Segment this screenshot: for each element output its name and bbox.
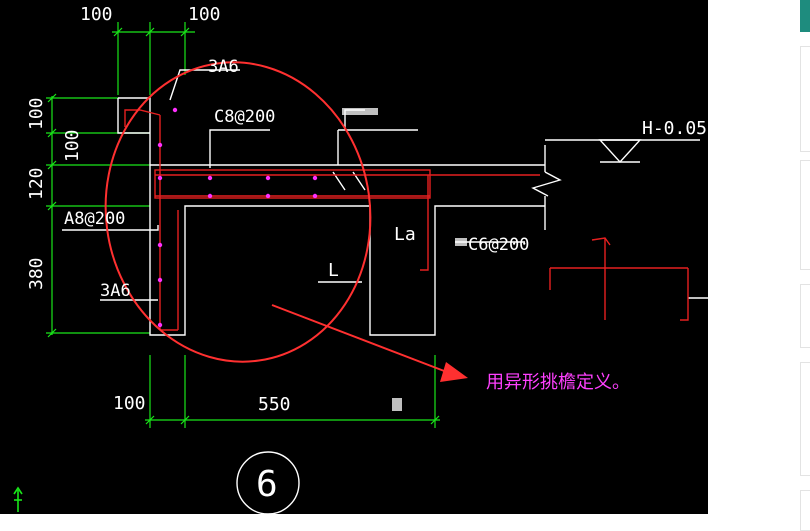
- cad-drawing-canvas[interactable]: 100 100 100 100 120 380 100 550 3A6 C8@2…: [0, 0, 708, 514]
- panel-accent-tab[interactable]: [800, 0, 810, 32]
- cad-drawing: 100 100 100 100 120 380 100 550 3A6 C8@2…: [13, 4, 708, 514]
- label-a8: A8@200: [64, 209, 125, 229]
- small-text-mark: [392, 398, 402, 411]
- ucs-axis-icon: [13, 486, 23, 512]
- label-3a6-left: 3A6: [100, 281, 131, 301]
- label-c8: C8@200: [214, 107, 275, 127]
- label-l: L: [328, 260, 339, 281]
- dim-top-right: 100: [188, 4, 221, 25]
- annotation-arrow-head: [440, 362, 468, 382]
- drawing-texts: 100 100 100 100 120 380 100 550 3A6 C8@2…: [26, 4, 708, 505]
- small-text-mark: [342, 108, 378, 115]
- highlight-ellipse: [104, 61, 372, 363]
- panel-card[interactable]: [800, 490, 810, 531]
- label-3a6-top: 3A6: [208, 57, 239, 77]
- annotation-arrow: [271, 304, 453, 375]
- dimension-lines: [46, 22, 440, 428]
- annotation-note: 用异形挑檐定义。: [486, 372, 630, 393]
- dim-v-380: 380: [26, 257, 47, 290]
- label-c6: C6@200: [468, 235, 529, 255]
- detail-number: 6: [256, 464, 278, 505]
- rebar-dots: [157, 107, 318, 328]
- dim-v-100-b: 100: [62, 129, 83, 162]
- panel-card[interactable]: [800, 160, 810, 270]
- panel-card[interactable]: [800, 284, 810, 348]
- rebar-lines: [124, 109, 689, 331]
- dim-v-100-a: 100: [26, 97, 47, 130]
- label-la: La: [394, 224, 416, 245]
- dim-v-120: 120: [26, 167, 47, 200]
- dim-bottom-550: 550: [258, 394, 291, 415]
- small-text-mark: [455, 238, 467, 246]
- highlight-markup: [104, 61, 468, 382]
- panel-card[interactable]: [800, 362, 810, 476]
- structure-outline: [62, 69, 708, 514]
- dim-bottom-100: 100: [113, 393, 146, 414]
- side-panel: [708, 0, 810, 531]
- panel-card[interactable]: [800, 46, 810, 152]
- label-elevation: H-0.050: [642, 118, 708, 139]
- dim-top-left: 100: [80, 4, 113, 25]
